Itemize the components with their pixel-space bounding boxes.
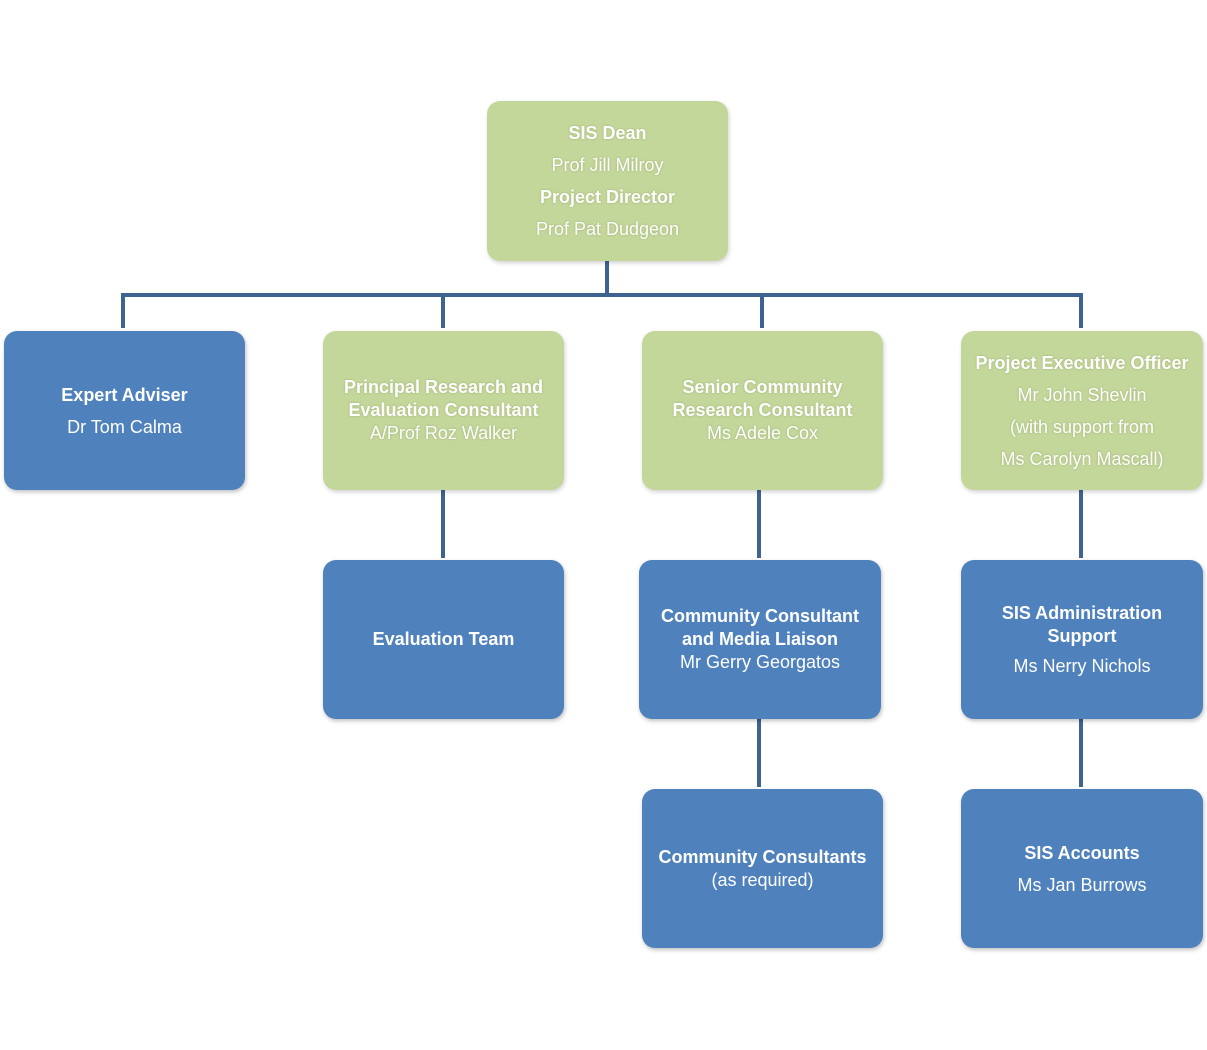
dean-name: Prof Jill Milroy <box>551 155 664 175</box>
community-consultants-title: Community Consultants <box>658 846 867 867</box>
sis-admin-box: SIS Administration Support Ms Nerry Nich… <box>961 560 1203 719</box>
project-exec-note-line1: (with support from <box>1009 416 1155 437</box>
community-media-name: Mr Gerry Georgatos <box>679 652 841 672</box>
evaluation-team-box: Evaluation Team <box>323 560 564 719</box>
community-consultants-note: (as required) <box>711 869 814 890</box>
sis-accounts-box: SIS Accounts Ms Jan Burrows <box>961 789 1203 948</box>
sis-admin-title-line1: SIS Administration <box>1001 602 1163 623</box>
expert-adviser-title: Expert Adviser <box>61 384 188 405</box>
principal-consultant-title-line2: Evaluation Consultant <box>348 400 539 420</box>
senior-community-title-line1: Senior Community <box>682 377 843 397</box>
project-exec-name: Mr John Shevlin <box>1017 384 1147 405</box>
project-exec-note-line2: Ms Carolyn Mascall) <box>1000 448 1164 469</box>
community-media-title-line1: Community Consultant <box>661 606 859 626</box>
expert-adviser-box: Expert Adviser Dr Tom Calma <box>4 331 245 490</box>
expert-adviser-name: Dr Tom Calma <box>67 416 182 437</box>
senior-community-title-line2: Research Consultant <box>672 400 853 420</box>
principal-consultant-box: Principal Research and Evaluation Consul… <box>323 331 564 490</box>
project-exec-box: Project Executive Officer Mr John Shevli… <box>961 331 1203 490</box>
dean-box: SIS Dean Prof Jill Milroy Project Direct… <box>487 101 728 261</box>
project-director-name: Prof Pat Dudgeon <box>535 219 680 239</box>
project-exec-title: Project Executive Officer <box>975 352 1189 373</box>
sis-admin-name: Ms Nerry Nichols <box>1013 655 1151 676</box>
sis-accounts-title: SIS Accounts <box>1024 842 1140 863</box>
sis-admin-title-line2: Support <box>1047 625 1117 646</box>
senior-community-name: Ms Adele Cox <box>706 423 819 443</box>
community-consultants-box: Community Consultants (as required) <box>642 789 883 948</box>
principal-consultant-name: A/Prof Roz Walker <box>369 423 518 443</box>
dean-title: SIS Dean <box>568 123 647 143</box>
sis-accounts-name: Ms Jan Burrows <box>1017 874 1147 895</box>
principal-consultant-title-line1: Principal Research and <box>343 377 544 397</box>
community-media-title-line2: and Media Liaison <box>681 629 839 649</box>
evaluation-team-title: Evaluation Team <box>372 629 515 649</box>
project-director-title: Project Director <box>539 187 676 207</box>
community-media-box: Community Consultant and Media Liaison M… <box>639 560 881 719</box>
senior-community-box: Senior Community Research Consultant Ms … <box>642 331 883 490</box>
